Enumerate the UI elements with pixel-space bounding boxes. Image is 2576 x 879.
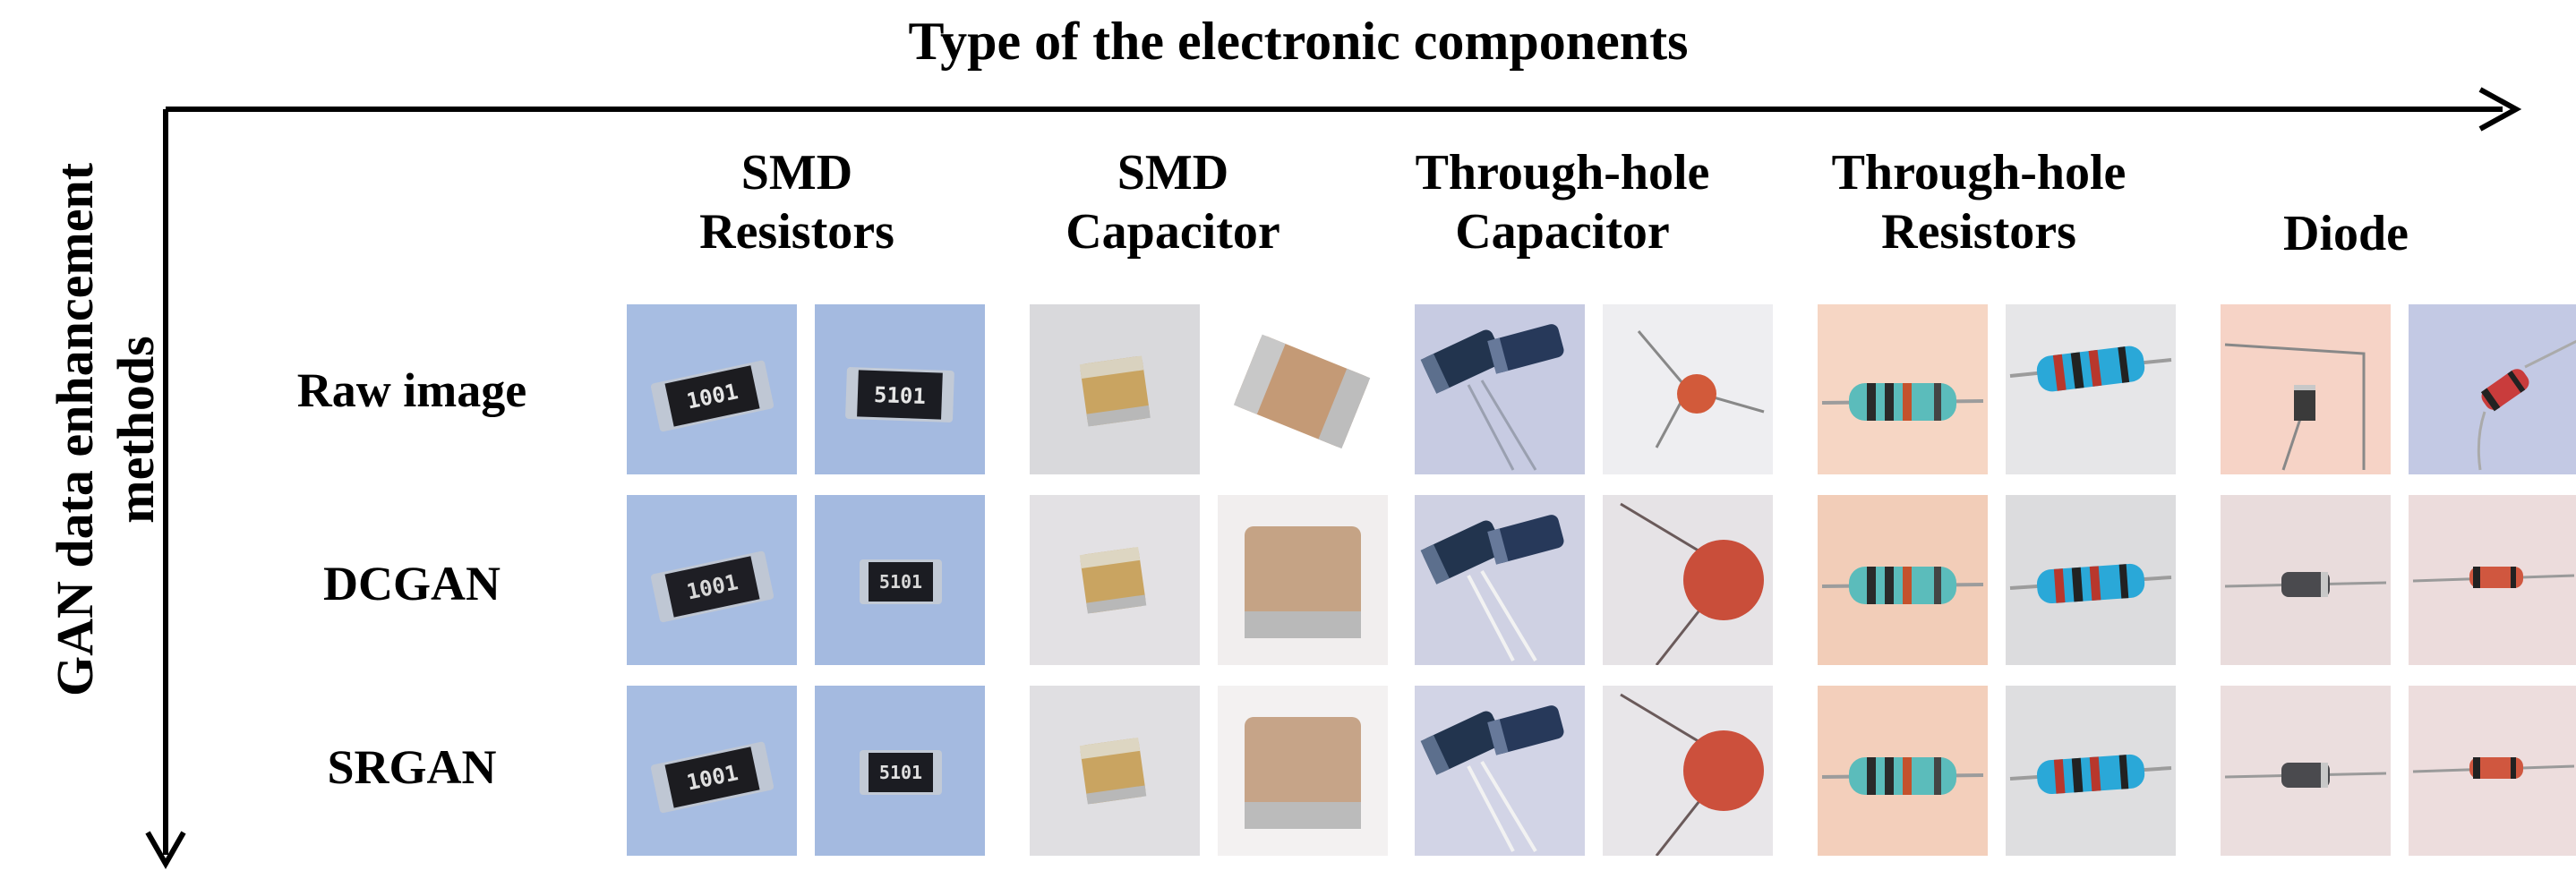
svg-text:5101: 5101 bbox=[879, 571, 922, 593]
image-smd-capacitor-srgan-2 bbox=[1218, 686, 1388, 856]
image-th-resistor-raw-2 bbox=[2006, 304, 2176, 474]
image-th-capacitor-raw-2 bbox=[1603, 304, 1773, 474]
image-smd-resistor-raw-1: 1001 bbox=[627, 304, 797, 474]
image-th-capacitor-srgan-1 bbox=[1415, 686, 1585, 856]
horizontal-axis-title: Type of the electronic components bbox=[908, 12, 1689, 71]
image-diode-srgan-1 bbox=[2221, 686, 2391, 856]
image-th-capacitor-dcgan-2 bbox=[1603, 495, 1773, 665]
image-th-resistor-dcgan-1 bbox=[1818, 495, 1988, 665]
image-diode-dcgan-2 bbox=[2409, 495, 2576, 665]
column-header-smd-capacitor: SMD Capacitor bbox=[1065, 145, 1280, 260]
column-header-through-hole-capacitor: Through-hole Capacitor bbox=[1415, 145, 1710, 260]
image-smd-capacitor-raw-2 bbox=[1218, 304, 1388, 474]
image-smd-capacitor-dcgan-1 bbox=[1030, 495, 1200, 665]
image-th-resistor-raw-1 bbox=[1818, 304, 1988, 474]
image-smd-capacitor-dcgan-2 bbox=[1218, 495, 1388, 665]
image-th-resistor-srgan-2 bbox=[2006, 686, 2176, 856]
column-header-through-hole-resistors: Through-hole Resistors bbox=[1831, 145, 2127, 260]
image-smd-resistor-dcgan-1: 1001 bbox=[627, 495, 797, 665]
vertical-axis-title: GAN data enhancement methods bbox=[45, 27, 167, 832]
svg-text:5101: 5101 bbox=[874, 382, 927, 409]
image-diode-raw-1 bbox=[2221, 304, 2391, 474]
image-th-capacitor-dcgan-1 bbox=[1415, 495, 1585, 665]
image-diode-raw-2 bbox=[2409, 304, 2576, 474]
image-smd-resistor-srgan-2: 5101 bbox=[815, 686, 985, 856]
image-diode-srgan-2 bbox=[2409, 686, 2576, 856]
image-th-capacitor-raw-1 bbox=[1415, 304, 1585, 474]
image-smd-capacitor-srgan-1 bbox=[1030, 686, 1200, 856]
column-header-smd-resistors: SMD Resistors bbox=[699, 145, 894, 260]
image-th-capacitor-srgan-2 bbox=[1603, 686, 1773, 856]
vertical-axis-title-line2: methods bbox=[107, 336, 165, 524]
horizontal-axis-arrowhead bbox=[2478, 87, 2522, 132]
svg-text:5101: 5101 bbox=[879, 762, 922, 783]
image-smd-capacitor-raw-1 bbox=[1030, 304, 1200, 474]
image-smd-resistor-srgan-1: 1001 bbox=[627, 686, 797, 856]
row-label-raw-image: Raw image bbox=[296, 363, 527, 417]
image-th-resistor-srgan-1 bbox=[1818, 686, 1988, 856]
column-header-diode: Diode bbox=[2283, 206, 2409, 261]
row-label-dcgan: DCGAN bbox=[323, 557, 501, 610]
row-label-srgan: SRGAN bbox=[327, 740, 497, 794]
vertical-axis-arrowhead bbox=[145, 831, 186, 870]
image-smd-resistor-dcgan-2: 5101 bbox=[815, 495, 985, 665]
vertical-axis-title-line1: GAN data enhancement bbox=[46, 162, 104, 697]
image-th-resistor-dcgan-2 bbox=[2006, 495, 2176, 665]
image-smd-resistor-raw-2: 5101 bbox=[815, 304, 985, 474]
image-diode-dcgan-1 bbox=[2221, 495, 2391, 665]
